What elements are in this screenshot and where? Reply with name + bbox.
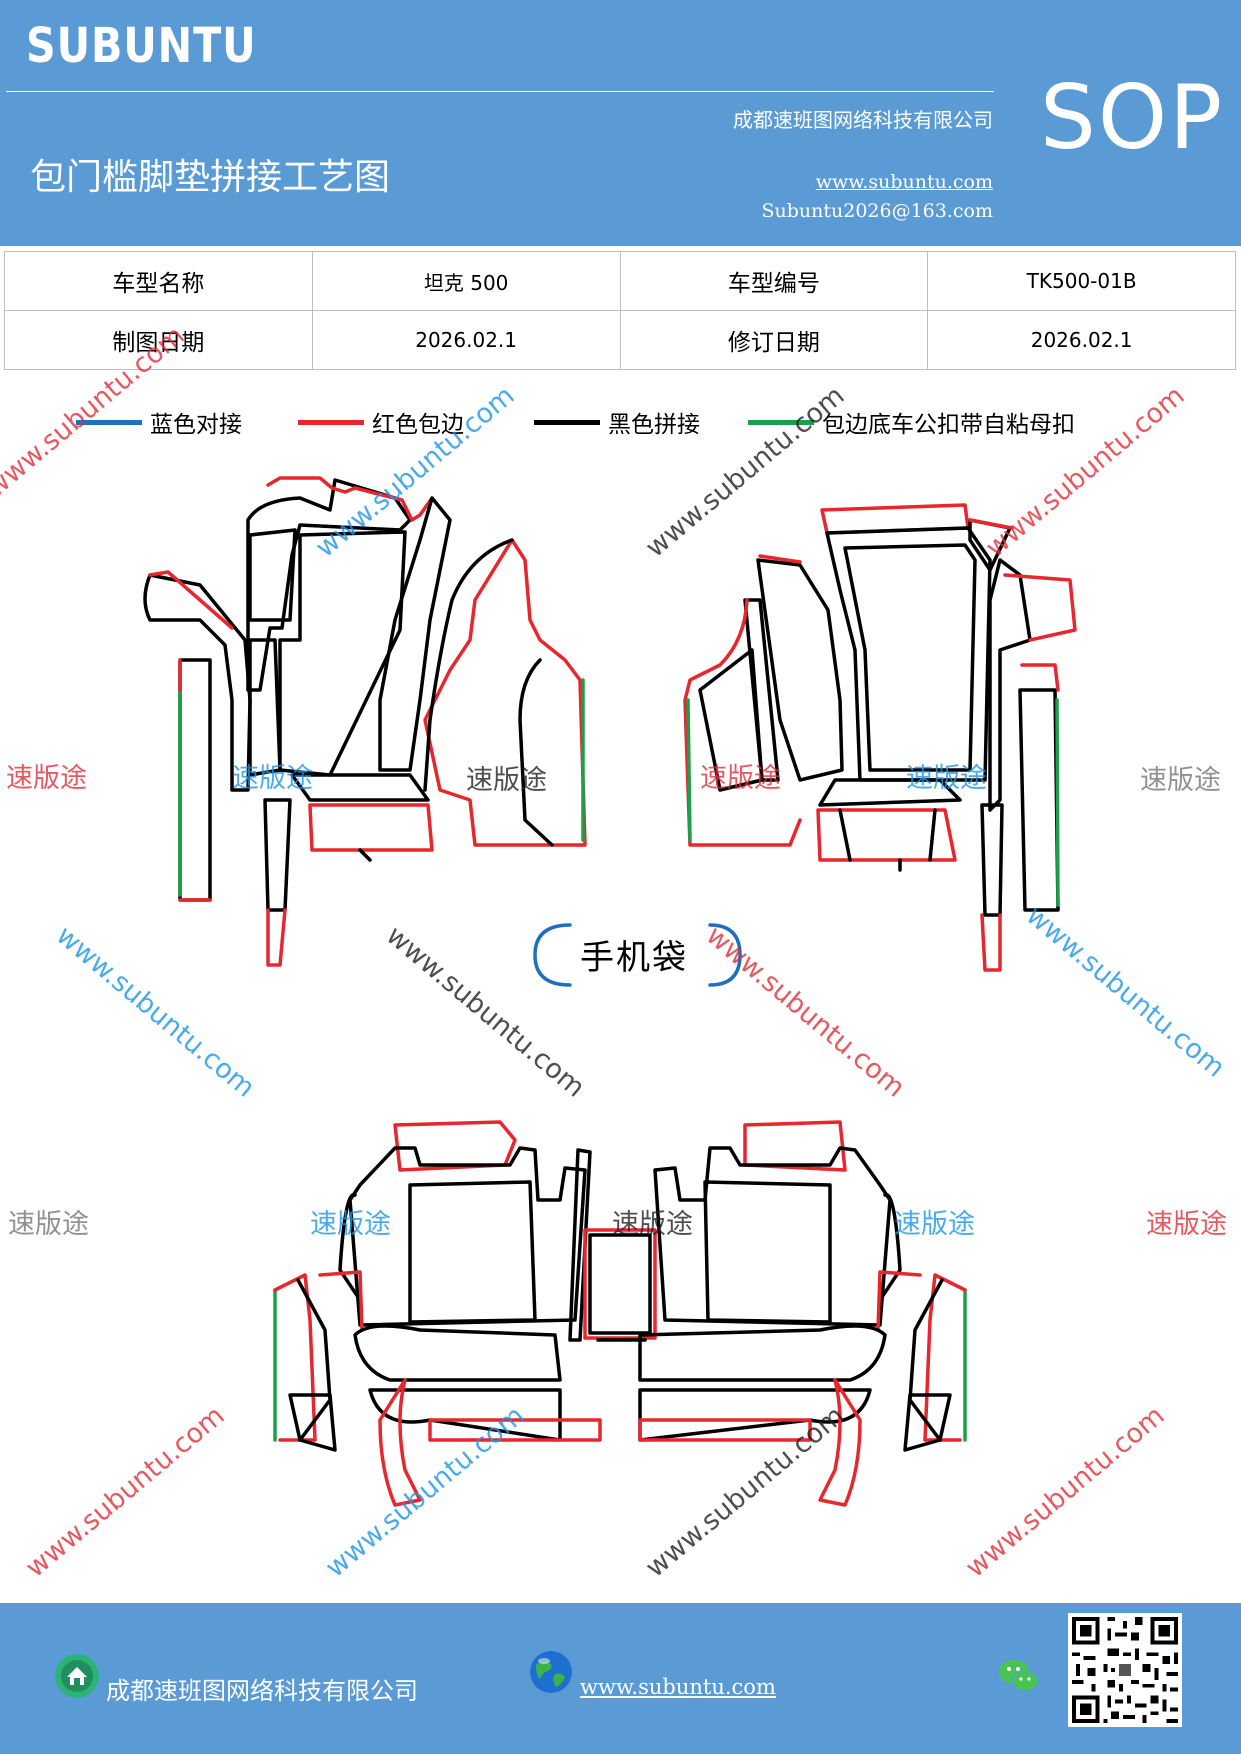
legend-item: 红色包边 [298, 402, 464, 442]
legend-item: 蓝色对接 [76, 402, 242, 442]
brand-logo: SUBUNTU [26, 18, 257, 74]
qr-code [1068, 1613, 1182, 1727]
legend-item: 黑色拼接 [534, 402, 700, 442]
draw-date-value: 2026.02.1 [311, 310, 621, 370]
legend-swatch-black [534, 419, 600, 425]
header-banner: SUBUNTU 成都速班图网络科技有限公司 包门槛脚垫拼接工艺图 www.sub… [0, 0, 1241, 246]
model-name-label: 车型名称 [4, 251, 313, 311]
floor-mat-diagram [143, 476, 1077, 1507]
revise-date-value: 2026.02.1 [927, 310, 1236, 370]
legend-item: 包边底车公扣带自粘母扣 [748, 402, 1075, 442]
website-link[interactable]: www.subuntu.com [815, 171, 993, 193]
legend-label: 黑色拼接 [608, 412, 700, 438]
footer-banner: 成都速班图网络科技有限公司 www.subuntu.com [0, 1603, 1241, 1754]
model-name-value: 坦克 500 [311, 251, 621, 311]
mat-front-left [143, 476, 587, 967]
email-address: Subuntu2026@163.com [761, 200, 993, 222]
table-row: 车型名称 坦克 500 车型编号 TK500-01B [4, 251, 1236, 311]
globe-icon [530, 1651, 572, 1693]
wechat-icon[interactable] [996, 1653, 1042, 1699]
footer-company: 成都速班图网络科技有限公司 [106, 1677, 418, 1705]
model-code-label: 车型编号 [619, 251, 929, 311]
legend-label: 红色包边 [372, 412, 464, 438]
legend-label: 包边底车公扣带自粘母扣 [822, 412, 1075, 438]
info-table: 车型名称 坦克 500 车型编号 TK500-01B 制图日期 2026.02.… [4, 251, 1236, 370]
legend-swatch-red [298, 419, 364, 425]
home-icon [55, 1654, 99, 1698]
header-divider [6, 91, 994, 92]
mat-front-right [683, 503, 1077, 972]
legend-swatch-blue [76, 419, 142, 425]
table-row: 制图日期 2026.02.1 修订日期 2026.02.1 [4, 310, 1236, 370]
draw-date-label: 制图日期 [4, 310, 313, 370]
phone-pocket [533, 923, 742, 987]
phone-pocket-label: 手机袋 [580, 938, 688, 978]
revise-date-label: 修订日期 [619, 310, 929, 370]
legend-label: 蓝色对接 [150, 412, 242, 438]
legend-swatch-green [748, 419, 814, 425]
model-code-value: TK500-01B [927, 251, 1236, 311]
mat-rear [273, 1120, 967, 1507]
legend: 蓝色对接 红色包边 黑色拼接 包边底车公扣带自粘母扣 [0, 402, 1241, 442]
footer-website-link[interactable]: www.subuntu.com [580, 1675, 776, 1699]
doc-type-label: SOP [1040, 66, 1225, 169]
page-title: 包门槛脚垫拼接工艺图 [30, 157, 391, 198]
company-name: 成都速班图网络科技有限公司 [733, 108, 993, 132]
